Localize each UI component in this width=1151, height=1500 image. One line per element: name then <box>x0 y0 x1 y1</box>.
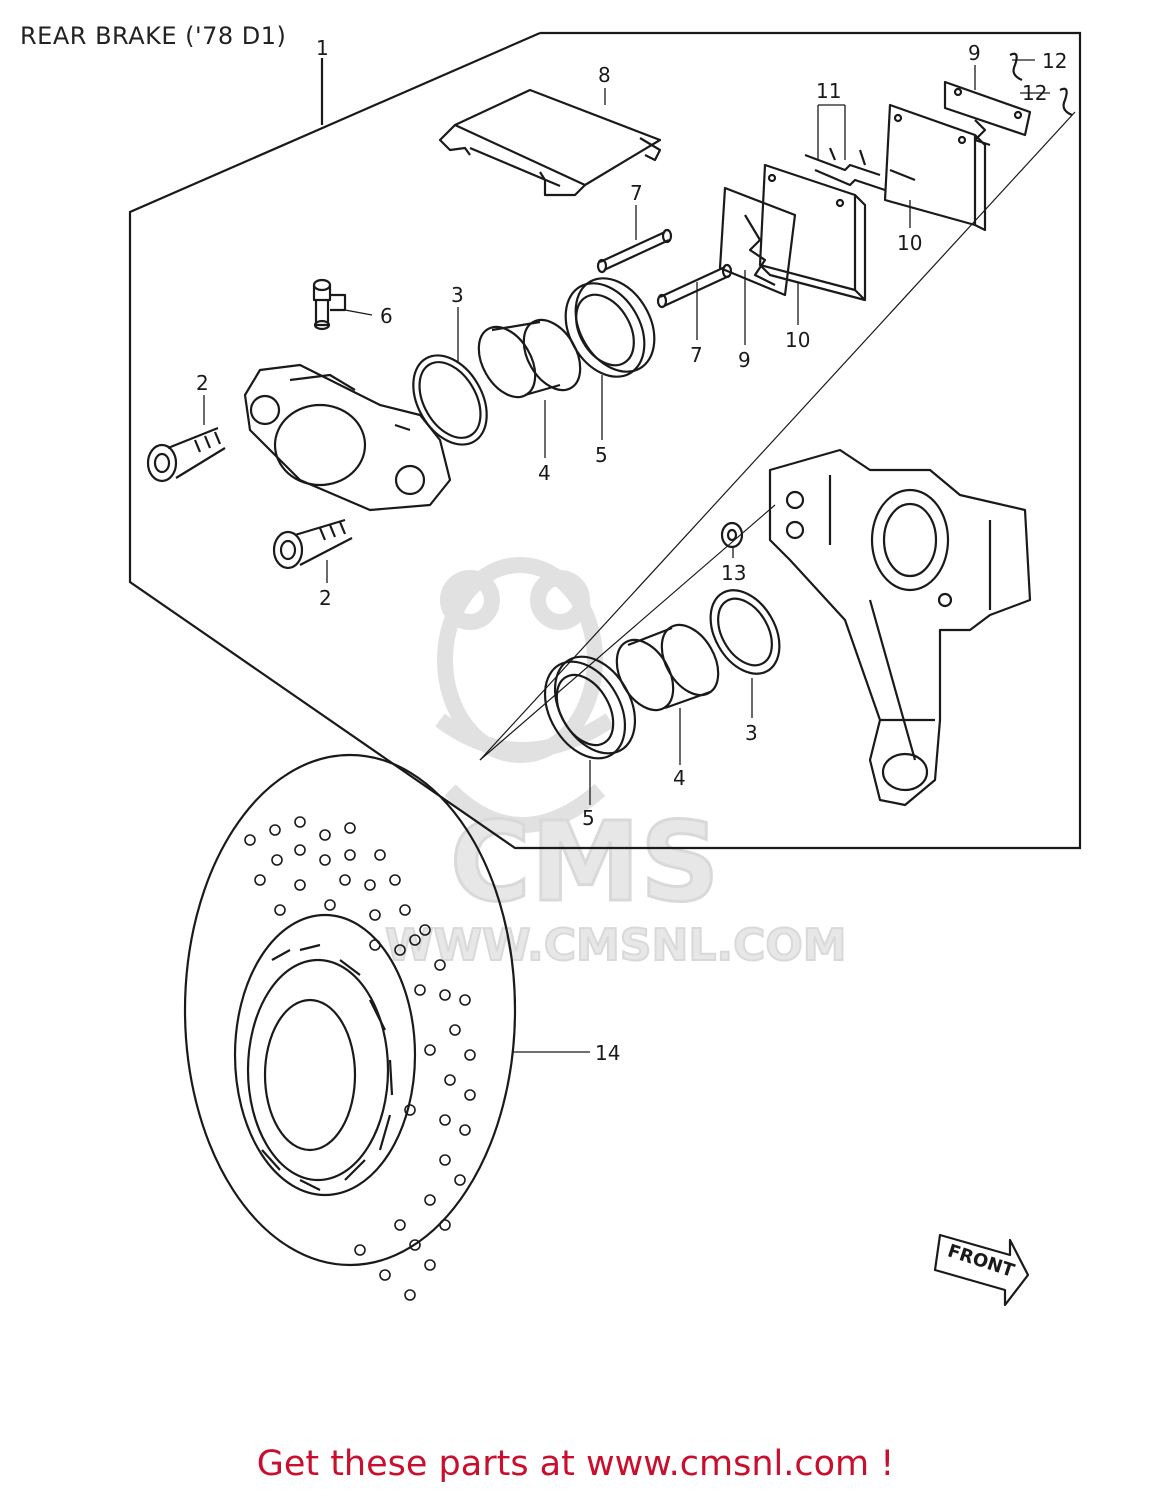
leader-lines <box>203 59 1050 1053</box>
part-9-shim-front <box>718 186 797 297</box>
part-3-seal-upper <box>412 354 488 446</box>
callout-9-rear: 9 <box>968 41 981 65</box>
watermark-brand: CMS <box>450 798 719 926</box>
callout-1: 1 <box>316 36 329 60</box>
callout-7-upper: 7 <box>630 181 643 205</box>
callout-4-upper: 4 <box>538 461 551 485</box>
part-6-bleeder-valve <box>312 278 347 331</box>
assembly-outline <box>128 31 1082 850</box>
part-5-boot-upper <box>564 277 656 378</box>
diagram-title: REAR BRAKE ('78 D1) <box>20 22 287 50</box>
callout-12-upper: 12 <box>1042 49 1067 73</box>
watermark-url: WWW.CMSNL.COM <box>385 920 847 971</box>
part-13-nut <box>720 521 744 549</box>
guide-line-2 <box>479 504 776 761</box>
part-9-shim-rear <box>943 80 1032 147</box>
callouts: 1 8 7 9 11 12 12 10 6 3 7 9 10 2 4 5 2 1… <box>196 36 1067 1065</box>
footer-link[interactable]: Get these parts at www.cmsnl.com ! <box>256 1444 895 1484</box>
part-14-disc-holes <box>244 816 476 1301</box>
part-5-boot-lower <box>543 655 637 760</box>
callout-7-lower: 7 <box>690 343 703 367</box>
part-8-pad-cover <box>438 88 662 197</box>
part-3-seal-lower <box>709 589 781 675</box>
callout-8: 8 <box>598 63 611 87</box>
callout-5-lower: 5 <box>582 806 595 830</box>
callout-2-upper: 2 <box>196 371 209 395</box>
part-1-caliper-bracket <box>768 448 1032 807</box>
part-11-springs <box>804 147 886 192</box>
callout-3-upper: 3 <box>451 283 464 307</box>
part-4-piston-lower <box>615 623 720 712</box>
callout-6: 6 <box>380 304 393 328</box>
callout-2-lower: 2 <box>319 586 332 610</box>
callout-3-lower: 3 <box>745 721 758 745</box>
part-4-piston-upper <box>477 318 582 399</box>
callout-9-front: 9 <box>738 348 751 372</box>
callout-14: 14 <box>595 1041 620 1065</box>
part-10-pad-front <box>758 163 867 302</box>
part-7-pin-lower <box>656 263 733 309</box>
part-10-pad-rear <box>883 103 987 232</box>
part-14-brake-disc <box>183 753 517 1267</box>
part-2-bolt-upper <box>146 426 226 483</box>
callout-10-rear: 10 <box>897 231 922 255</box>
callout-4-lower: 4 <box>673 766 686 790</box>
part-2-bolt-lower <box>272 518 353 570</box>
callout-12-lower: 12 <box>1022 81 1047 105</box>
callout-11: 11 <box>816 79 841 103</box>
watermark: CMS WWW.CMSNL.COM <box>384 557 848 972</box>
part-7-pin-upper <box>596 228 673 274</box>
front-arrow <box>933 1233 1030 1307</box>
callout-10-front: 10 <box>785 328 810 352</box>
callout-13: 13 <box>721 561 746 585</box>
part-12-clips <box>1009 52 1073 117</box>
part-1-caliper-body <box>243 363 452 512</box>
callout-5-upper: 5 <box>595 443 608 467</box>
